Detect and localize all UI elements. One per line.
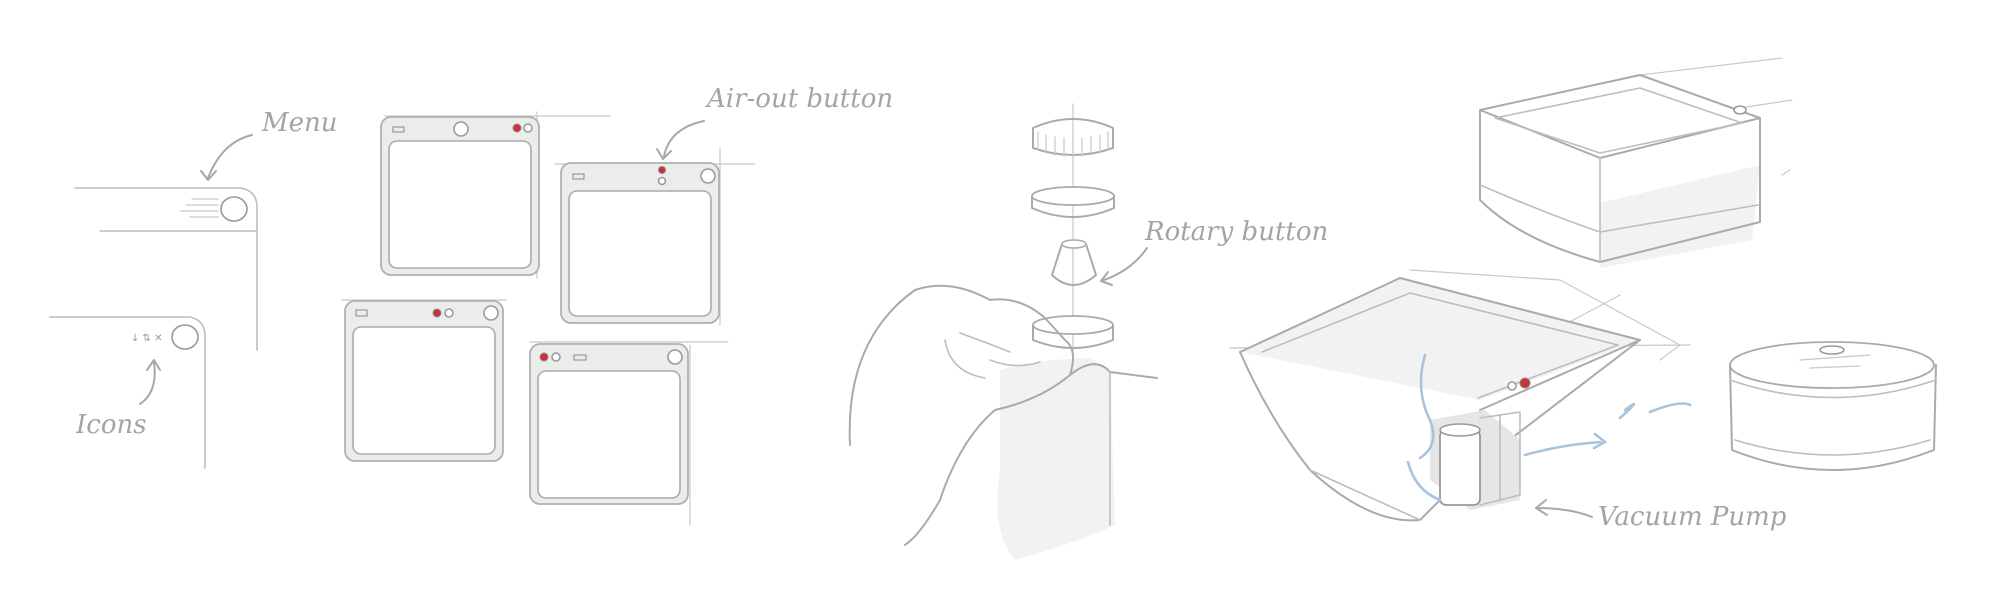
knob-cone <box>1052 244 1096 285</box>
rotary-knob-icon <box>484 306 498 320</box>
panel-variant-b <box>555 148 755 325</box>
closed-box-view <box>1480 58 1792 268</box>
rotary-knob-icon <box>701 169 715 183</box>
air-out-button-icon <box>659 167 666 174</box>
status-dot-icon <box>552 353 560 361</box>
box-lid <box>1480 75 1760 158</box>
panel-variant-c <box>342 300 506 461</box>
icons-label: Icons <box>75 410 147 440</box>
air-out-button-label: Air-out button <box>705 84 893 114</box>
icons-corner-detail: ↓ ⇅ ✕ <box>50 317 205 468</box>
air-out-button-icon <box>513 124 521 132</box>
menu-label: Menu <box>261 108 338 138</box>
status-dot-icon <box>659 178 666 185</box>
status-icons: ↓ ⇅ ✕ <box>131 333 163 344</box>
knob-disc <box>1032 187 1114 205</box>
status-dot-icon <box>524 124 532 132</box>
panel-variants-group: Air-out button <box>342 84 893 525</box>
status-dot-icon <box>445 309 453 317</box>
menu-knob-icon <box>221 197 247 221</box>
rotary-exploded-view: Rotary button <box>850 104 1329 560</box>
airflow-out <box>1525 442 1600 455</box>
hand-shadow <box>997 358 1115 560</box>
vacuum-pump <box>1430 410 1520 510</box>
vacuum-pump-label: Vacuum Pump <box>1598 502 1787 532</box>
rotary-knob-icon <box>454 122 468 136</box>
round-container-view <box>1730 342 1936 470</box>
menu-corner-detail <box>75 188 257 350</box>
box-knob-icon <box>1734 106 1746 114</box>
container-knob-icon <box>1820 346 1844 354</box>
air-out-button-icon <box>433 309 441 317</box>
air-out-button-icon <box>540 353 548 361</box>
panel-variant-d <box>530 342 728 525</box>
rotary-arrow <box>1104 248 1147 280</box>
rotary-button-label: Rotary button <box>1144 217 1328 247</box>
rotary-knob-icon <box>668 350 682 364</box>
icons-knob-icon <box>172 325 198 349</box>
tray-indicator-icon <box>1520 378 1530 388</box>
vacuum-tray-view: Vacuum Pump <box>1230 270 1787 532</box>
control-detail-group: ↓ ⇅ ✕ Menu Icons <box>50 108 338 468</box>
